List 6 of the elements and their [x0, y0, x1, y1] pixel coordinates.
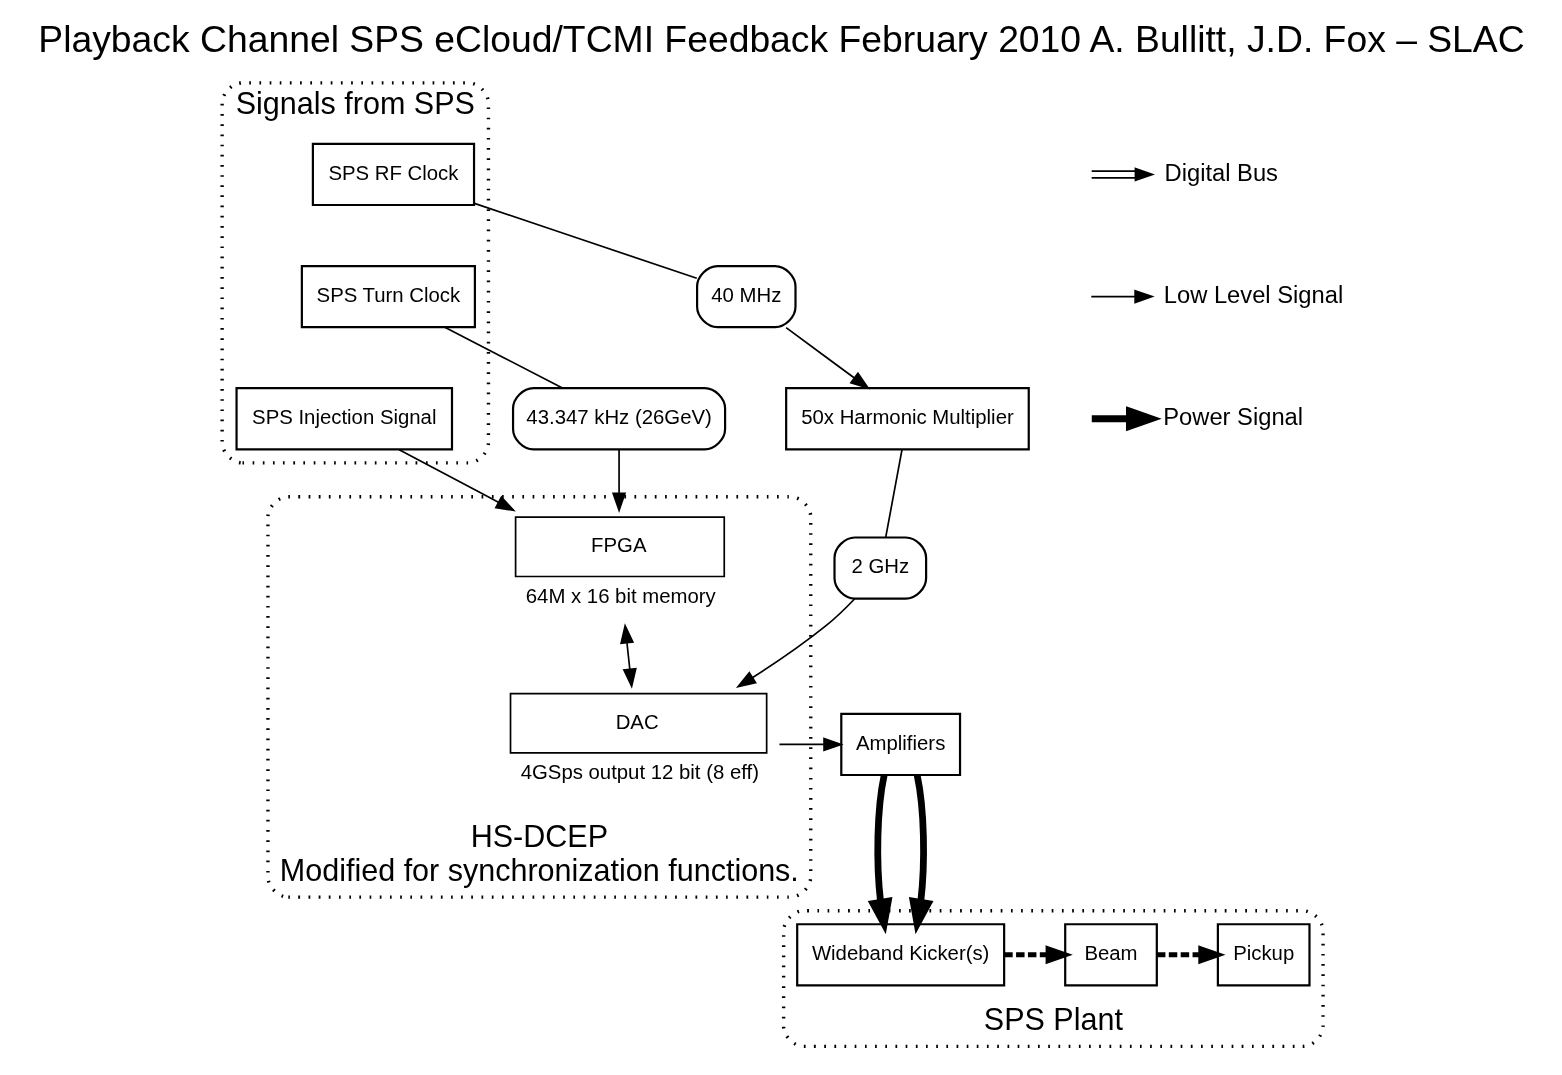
legend-label: Low Level Signal — [1163, 281, 1343, 308]
node-label: 4GSps output 12 bit (8 eff) — [520, 761, 759, 784]
legend-label: Power Signal — [1162, 404, 1303, 431]
legend-label: Digital Bus — [1164, 159, 1278, 186]
diagram-title: Playback Channel SPS eCloud/TCMI Feedback February 2010 A. Bullitt, J.D. Fox – SLAC — [37, 17, 1525, 60]
node-label: 64M x 16 bit memory — [525, 584, 716, 607]
